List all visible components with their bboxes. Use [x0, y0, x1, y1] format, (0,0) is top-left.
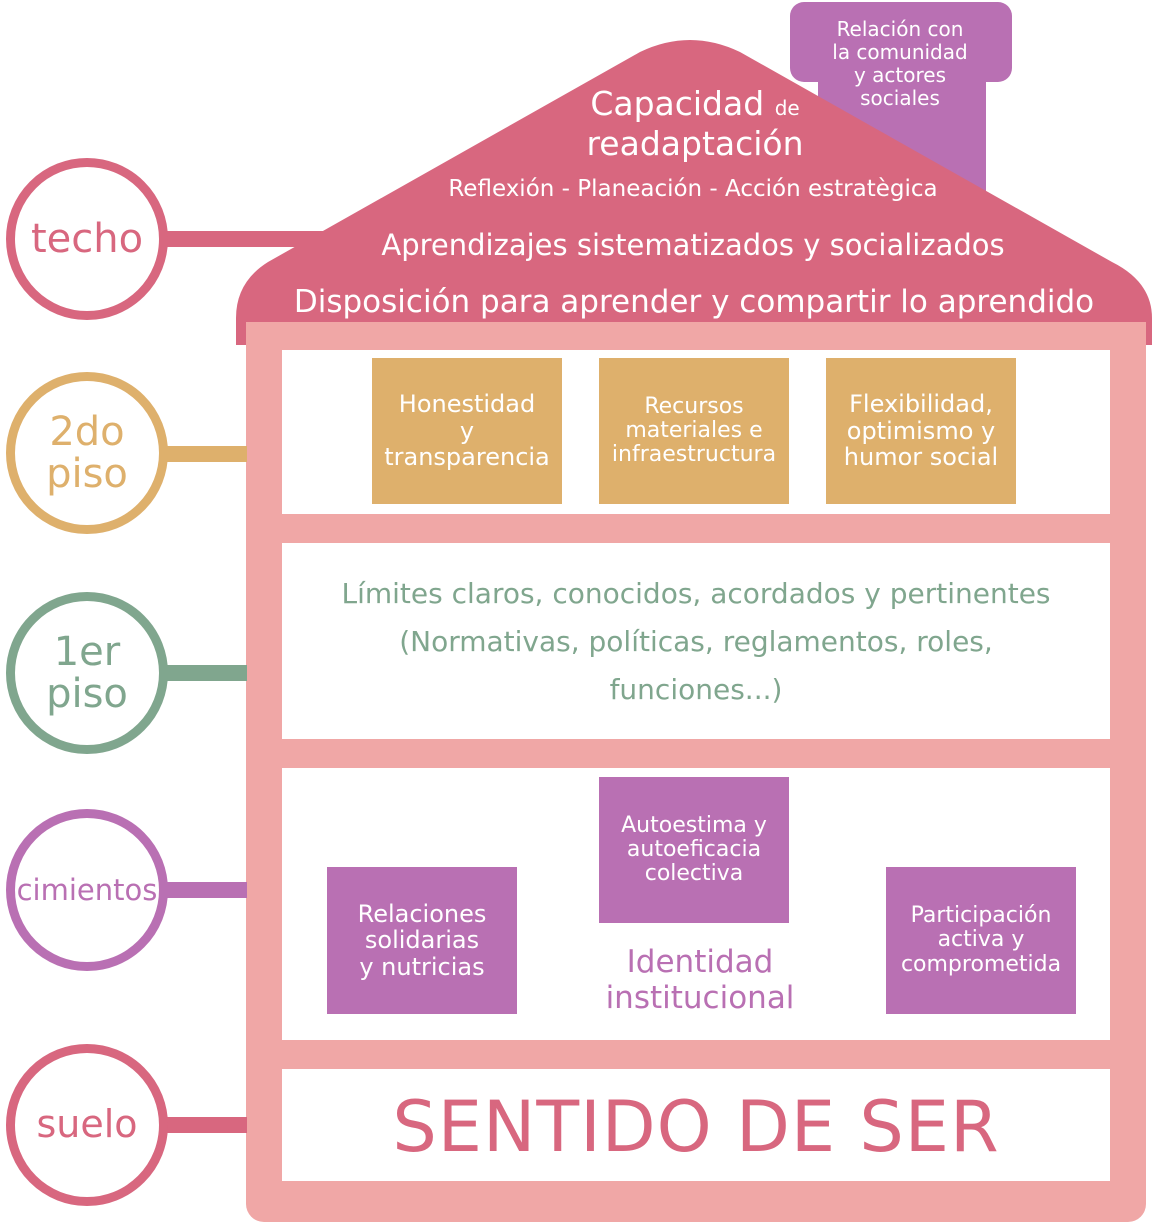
- limites-line: funciones...): [609, 673, 783, 706]
- roof-graphic: [236, 2, 1152, 345]
- tile-line: Recursos: [644, 393, 744, 419]
- tile-line: solidarias: [364, 926, 480, 955]
- identidad-line: institucional: [605, 980, 795, 1016]
- tile-line: materiales e: [625, 417, 763, 443]
- tile-line: optimismo y: [846, 416, 996, 445]
- identidad-line: Identidad: [626, 944, 774, 980]
- primer-piso-connector: [165, 665, 247, 681]
- tile-line: Autoestima y: [621, 812, 767, 838]
- tile-line: Flexibilidad,: [849, 390, 993, 419]
- segundo-piso-circle: 2do piso: [6, 372, 168, 534]
- tile-autoestima: Autoestima y autoeficacia colectiva: [599, 777, 789, 923]
- techo-circle: techo: [6, 158, 168, 320]
- tile-line: comprometida: [900, 951, 1062, 977]
- chimney-line: y actores: [853, 63, 947, 87]
- cimientos-connector: [165, 882, 247, 898]
- tile-line: infraestructura: [611, 442, 777, 468]
- capacity-small: de: [774, 96, 800, 120]
- tile-line: Relaciones: [357, 899, 487, 928]
- segundo-piso-label-2: piso: [46, 451, 128, 497]
- tile-relaciones: Relaciones solidarias y nutricias: [327, 867, 517, 1014]
- identidad-text: Identidad institucional: [560, 944, 840, 1016]
- primer-piso-panel: [282, 543, 1110, 739]
- suelo-label: suelo: [36, 1102, 138, 1147]
- limites-line: (Normativas, políticas, reglamentos, rol…: [399, 625, 993, 658]
- roof-aprendizajes: Aprendizajes sistematizados y socializad…: [381, 228, 1005, 262]
- tile-honestidad: Honestidad y transparencia: [372, 358, 562, 504]
- tile-flexibilidad: Flexibilidad, optimismo y humor social: [826, 358, 1016, 504]
- tile-recursos: Recursos materiales e infraestructura: [599, 358, 789, 504]
- segundo-piso-connector: [165, 446, 247, 462]
- suelo-connector: [165, 1117, 247, 1133]
- limites-line: Límites claros, conocidos, acordados y p…: [341, 577, 1051, 610]
- tile-line: y nutricias: [359, 952, 485, 981]
- cimientos-label: cimientos: [16, 872, 158, 907]
- chimney-line: la comunidad: [832, 40, 968, 64]
- segundo-piso-label-1: 2do: [49, 409, 125, 455]
- tile-line: autoeficacia: [626, 836, 762, 862]
- suelo-circle: suelo: [6, 1044, 168, 1206]
- primer-piso-label-2: piso: [46, 671, 128, 717]
- capacity-line2: readaptación: [586, 124, 804, 163]
- suelo-panel: [282, 1069, 1110, 1181]
- tile-line: activa y: [937, 927, 1025, 953]
- techo-label: techo: [30, 216, 144, 262]
- techo-connector: [165, 231, 340, 247]
- tile-line: Honestidad: [398, 390, 536, 419]
- capacity-main: Capacidad: [590, 84, 765, 123]
- roof-reflexion: Reflexión - Planeación - Acción estratèg…: [448, 176, 938, 202]
- sentido-de-ser: SENTIDO DE SER: [392, 1086, 1000, 1168]
- chimney-line: Relación con: [836, 17, 964, 41]
- tile-line: y: [459, 416, 475, 445]
- roof-shape: [236, 40, 1152, 345]
- tile-line: Participación: [910, 903, 1052, 929]
- primer-piso-label-1: 1er: [53, 629, 121, 675]
- tile-line: humor social: [843, 443, 999, 472]
- tile-line: colectiva: [644, 861, 744, 887]
- limites-text: Límites claros, conocidos, acordados y p…: [282, 570, 1110, 714]
- primer-piso-circle: 1er piso: [6, 592, 168, 754]
- roof-disposicion: Disposición para aprender y compartir lo…: [293, 284, 1095, 320]
- chimney-label: Relación con la comunidad y actores soci…: [800, 18, 1000, 110]
- tile-line: transparencia: [384, 443, 550, 472]
- chimney-line: sociales: [860, 86, 940, 110]
- capacity-title: Capacidad de readaptación: [530, 86, 860, 162]
- tile-participacion: Participación activa y comprometida: [886, 867, 1076, 1014]
- cimientos-circle: cimientos: [6, 809, 168, 971]
- capacity-line1: Capacidad de: [530, 86, 860, 126]
